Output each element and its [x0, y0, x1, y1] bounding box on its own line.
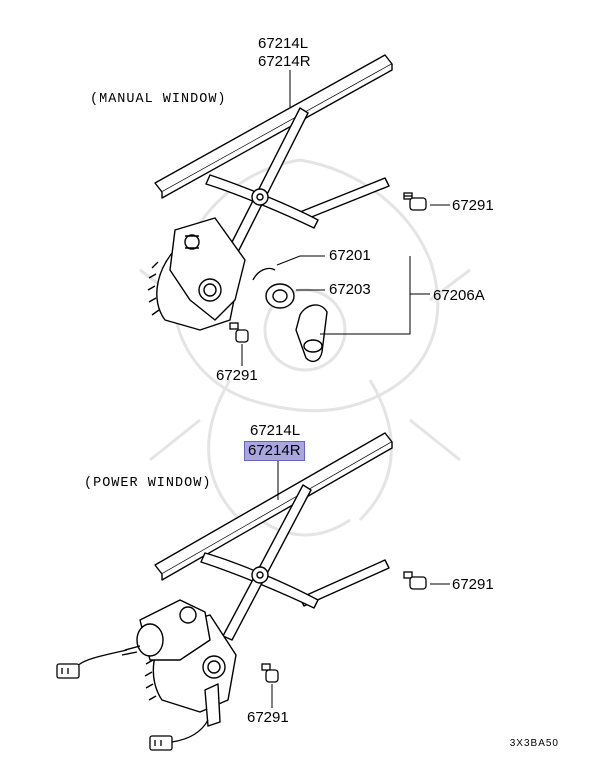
- window-handle-part: [295, 304, 328, 363]
- manual-regulator-right-label[interactable]: 67214R: [258, 53, 311, 70]
- manual-leader-lines: [241, 70, 450, 366]
- diagram-code: 3X3BA50: [509, 738, 559, 749]
- power-regulator: [121, 432, 393, 727]
- power-leader-lines: [271, 460, 450, 708]
- power-regulator-left-label[interactable]: 67214L: [250, 422, 301, 439]
- snap-ring-part: [252, 267, 276, 281]
- power-wire-harness: [56, 649, 209, 751]
- manual-bolt-bottom: [229, 322, 249, 343]
- power-window-caption: (POWER WINDOW): [84, 476, 212, 491]
- manual-regulator: [147, 54, 393, 331]
- manual-window-caption: (MANUAL WINDOW): [90, 92, 227, 107]
- manual-bolt-bottom-label[interactable]: 67291: [216, 367, 258, 384]
- power-bolt-bottom: [261, 663, 279, 683]
- power-regulator-right-label-highlighted[interactable]: 67214R: [244, 441, 305, 461]
- manual-bolt-right: [403, 192, 427, 211]
- power-main-arm: [222, 484, 312, 641]
- manual-regulator-left-label[interactable]: 67214L: [258, 35, 309, 52]
- snap-ring-label[interactable]: 67201: [329, 247, 371, 264]
- spacer-part: [265, 283, 295, 309]
- power-bolt-right-label[interactable]: 67291: [452, 576, 494, 593]
- manual-lower-rail: [299, 177, 390, 221]
- power-bolt-right: [403, 571, 427, 590]
- power-bolt-bottom-label[interactable]: 67291: [247, 709, 289, 726]
- manual-bolt-right-label[interactable]: 67291: [452, 197, 494, 214]
- spacer-label[interactable]: 67203: [329, 281, 371, 298]
- handle-set-label[interactable]: 67206A: [433, 287, 485, 304]
